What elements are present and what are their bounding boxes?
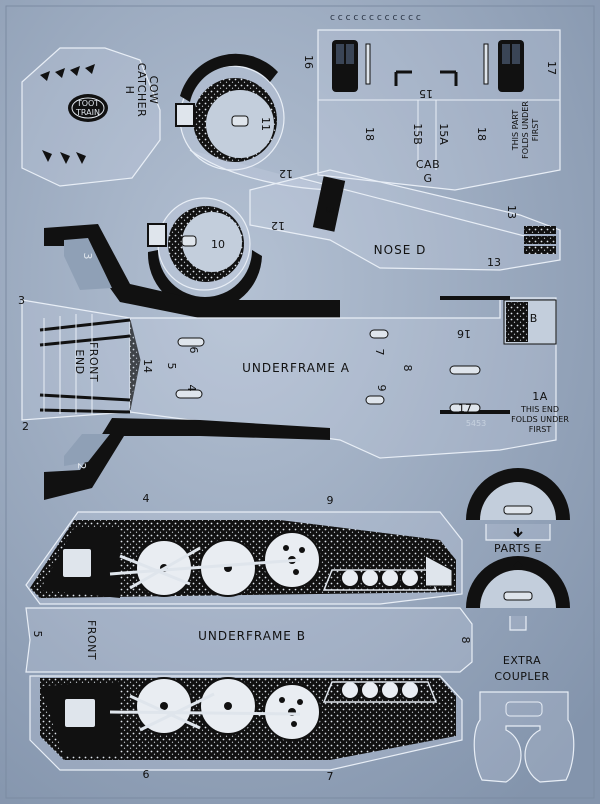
part-number: 9 (375, 385, 388, 392)
logo-line-1: TOOT (76, 99, 99, 108)
part-number: 17 (545, 61, 558, 75)
part-number: 15A (437, 123, 450, 145)
boiler-disc-top[interactable]: 11 (175, 53, 341, 191)
part-number: 15 (419, 87, 433, 100)
part-number: 11 (259, 117, 272, 131)
part-1a-label: 1A (532, 390, 548, 403)
logo-line-2: TRAIN (75, 108, 100, 117)
cab-note-1: THIS PART (511, 110, 520, 152)
underframe-b-part[interactable]: FRONT UNDERFRAME B 5 8 (25, 607, 473, 673)
locomotive-side-upper[interactable]: 4 9 (25, 492, 463, 605)
part-number: 17 (458, 402, 472, 415)
part-number: 8 (459, 637, 472, 644)
end-note-2: FOLDS UNDER (511, 415, 569, 424)
cow-catcher-label-3: H (123, 86, 136, 95)
cab-note-3: FIRST (531, 119, 540, 142)
part-number: 2 (22, 420, 29, 433)
part-number: 9 (327, 494, 334, 507)
svg-text:c c c c c c c c c c c c: c c c c c c c c c c c c (330, 13, 421, 23)
part-number: 16 (302, 55, 315, 69)
part-number: 16 (457, 327, 471, 340)
part-number: 15B (411, 123, 424, 145)
catalog-number: 5453 (466, 419, 486, 428)
part-1b-label: 1B (522, 312, 538, 325)
part-number: 12 (271, 219, 285, 232)
nose-coupler-bars (524, 226, 556, 254)
part-number: 7 (327, 770, 334, 783)
underframe-b-label: UNDERFRAME B (198, 629, 306, 643)
slots (175, 329, 481, 413)
part-number: 12 (279, 167, 293, 180)
parts-e-label: PARTS E (494, 542, 542, 555)
pilot-wheels (322, 680, 438, 703)
part-number: 13 (505, 205, 518, 219)
part-number: 5 (165, 363, 178, 370)
cow-catcher-label-2: CATCHER (135, 63, 148, 117)
part-number: 4 (143, 492, 150, 505)
extra-coupler-part[interactable]: EXTRA COUPLER (473, 654, 575, 783)
part-number: 8 (401, 365, 414, 372)
part-number: 4 (185, 385, 198, 392)
part-number: 3 (18, 294, 25, 307)
part-number: 18 (363, 127, 376, 141)
underframe-a-label: UNDERFRAME A (242, 361, 350, 375)
end-note-3: FIRST (529, 425, 552, 434)
toot-train-logo: TOOT TRAIN (68, 94, 108, 122)
part-number: 13 (487, 256, 501, 269)
cow-catcher-label-1: COW (147, 76, 160, 105)
drive-wheels (135, 677, 321, 741)
front-end-label-2: END (73, 349, 86, 374)
boiler-disc-middle[interactable]: 10 (147, 197, 262, 312)
locomotive-side-lower[interactable]: 6 7 (29, 675, 463, 783)
cab-note-2: FOLDS UNDER (521, 101, 530, 159)
extra-coupler-label-2: COUPLER (494, 670, 549, 683)
part-number: 14 (141, 359, 154, 373)
underframe-a-part[interactable]: FRONT END UNDERFRAME A 3 14 6 5 4 7 8 9 … (18, 224, 569, 500)
part-number: 6 (143, 768, 150, 781)
part-number: 3 (81, 253, 94, 260)
parts-e[interactable]: PARTS E (466, 468, 570, 631)
part-number: 18 (475, 127, 488, 141)
cab-letter: G (423, 172, 432, 185)
end-note-1: THIS END (520, 405, 559, 414)
cab-part[interactable]: c c c c c c c c c c c c 16 17 15 18 15B … (279, 13, 561, 191)
cab-label: CAB (416, 158, 440, 171)
nose-label: NOSE D (374, 243, 427, 257)
nose-part[interactable]: 12 13 13 3 NOSE D (249, 169, 561, 271)
part-number: 6 (187, 347, 200, 354)
part-number: 2 (75, 463, 88, 470)
part-number: 10 (211, 238, 225, 251)
part-number: 3 (323, 207, 336, 214)
cow-catcher-part[interactable]: TOOT TRAIN COW CATCHER H (21, 47, 161, 187)
part-number: 5 (31, 631, 44, 638)
sheet-edge (5, 5, 595, 799)
front-label: FRONT (85, 620, 98, 660)
part-number: 7 (373, 349, 386, 356)
extra-coupler-label-1: EXTRA (503, 654, 541, 667)
front-end-label-1: FRONT (87, 342, 100, 382)
pilot-wheels (322, 568, 438, 591)
